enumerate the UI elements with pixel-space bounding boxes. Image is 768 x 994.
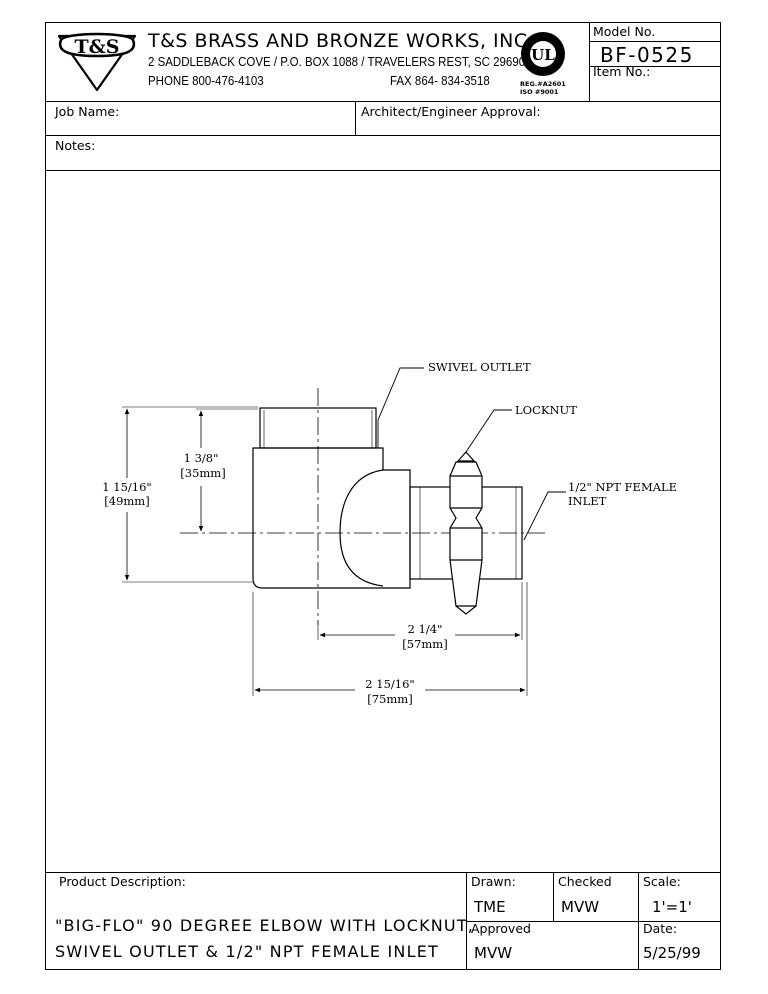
- dim-center-inch: 1 3/8": [184, 451, 219, 465]
- company-name: T&S BRASS AND BRONZE WORKS, INC.: [148, 30, 535, 52]
- dim-center-mm: [35mm]: [180, 466, 225, 480]
- ul-listed-icon: UL: [521, 32, 565, 76]
- checked-value: MVW: [561, 898, 600, 916]
- dim-height-mm: [49mm]: [104, 494, 149, 508]
- company-address: 2 SADDLEBACK COVE / P.O. BOX 1088 / TRAV…: [148, 55, 526, 69]
- company-phone: PHONE 800-476-4103: [148, 74, 264, 88]
- date-label: Date:: [643, 921, 678, 936]
- approved-label: Approved: [471, 921, 531, 936]
- ts-logo-icon: T&S: [57, 32, 137, 92]
- ul-mark-text: UL: [531, 46, 555, 64]
- date-value: 5/25/99: [643, 944, 701, 962]
- dim-run-inch: 2 1/4": [408, 622, 443, 636]
- approved-value: MVW: [474, 944, 513, 962]
- checked-label: Checked: [558, 874, 612, 889]
- drawing-sheet-frame: [45, 22, 721, 970]
- drawn-value: TME: [474, 898, 506, 916]
- company-fax: FAX 864- 834-3518: [390, 74, 490, 88]
- callout-swivel-outlet: SWIVEL OUTLET: [428, 360, 531, 374]
- scale-value: 1'=1': [652, 898, 692, 916]
- model-no-value: BF-0525: [600, 43, 694, 67]
- notes-label: Notes:: [55, 138, 96, 153]
- item-no-label: Item No.:: [593, 64, 651, 79]
- approval-label: Architect/Engineer Approval:: [361, 104, 541, 119]
- iso-number: ISO #9001: [520, 88, 559, 96]
- dim-height-inch: 1 15/16": [102, 480, 151, 494]
- dim-overall-inch: 2 15/16": [365, 677, 414, 691]
- callout-inlet-line1: 1/2" NPT FEMALE: [568, 480, 677, 494]
- scale-label: Scale:: [643, 874, 681, 889]
- model-no-label: Model No.: [593, 24, 656, 39]
- callout-locknut: LOCKNUT: [515, 403, 577, 417]
- product-description-line1: "BIG-FLO" 90 DEGREE ELBOW WITH LOCKNUT,: [55, 916, 475, 935]
- product-description-label: Product Description:: [59, 874, 186, 889]
- job-name-label: Job Name:: [55, 104, 120, 119]
- dim-overall-mm: [75mm]: [367, 692, 412, 706]
- drawn-label: Drawn:: [471, 874, 516, 889]
- logo-text: T&S: [74, 36, 119, 58]
- product-description-line2: SWIVEL OUTLET & 1/2" NPT FEMALE INLET: [55, 942, 440, 961]
- dim-run-mm: [57mm]: [402, 637, 447, 651]
- callout-inlet-line2: INLET: [568, 494, 607, 508]
- reg-number: REG.#A2601: [520, 80, 566, 88]
